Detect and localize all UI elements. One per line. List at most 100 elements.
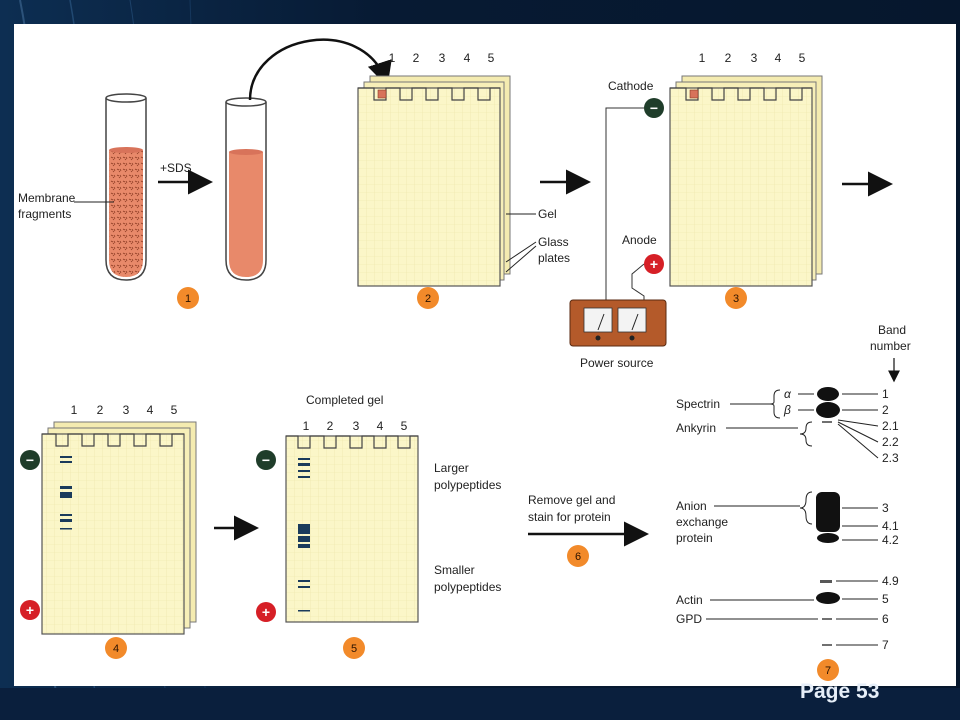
test-tube-fragments	[105, 93, 147, 281]
minus-sign: −	[650, 100, 658, 116]
cathode-label: Cathode	[608, 79, 654, 93]
band-number: 3	[882, 501, 889, 515]
step-circle-3	[725, 287, 747, 309]
minus-sign: −	[262, 452, 270, 468]
step-3: Cathode − Anode + Power source 1 2 3 4 5	[569, 51, 823, 370]
fragments-label: fragments	[18, 207, 71, 221]
lane-number: 1	[699, 51, 706, 65]
lane-numbers-4: 1 2 3 4 5	[71, 403, 178, 417]
step-number-7: 7	[825, 665, 831, 677]
band-header: Band	[878, 323, 906, 337]
anode-label: Anode	[622, 233, 657, 247]
anion-label: Anion	[676, 499, 707, 513]
completed-gel-title: Completed gel	[306, 393, 383, 407]
anode-icon-4	[20, 600, 40, 620]
lane-number: 2	[413, 51, 420, 65]
step-5: Completed gel 1 2 3 4 5	[256, 393, 501, 659]
actin-label: Actin	[676, 593, 703, 607]
step-number-3: 3	[733, 293, 739, 305]
glass-label: Glass	[538, 235, 569, 249]
cathode-icon-5	[256, 450, 276, 470]
band-number-pointers	[836, 393, 879, 646]
stained-bands	[816, 387, 840, 646]
lane-number: 5	[401, 419, 408, 433]
plus-sign: +	[26, 602, 34, 618]
band-numbers: 1 2 2.1 2.2 2.3 3 4.1 4.2 4.9 5 6 7	[882, 387, 899, 652]
lane-numbers-2: 1 2 3 4 5	[389, 51, 495, 65]
minus-sign: −	[26, 452, 34, 468]
step-1: Membrane fragments +SDS 1	[18, 93, 213, 309]
cathode-wire	[574, 107, 644, 313]
step-2: 1 2 3 4 5 Gel Glass plates 2	[357, 51, 570, 309]
lane-number: 1	[71, 403, 78, 417]
step-circle-1	[177, 287, 199, 309]
protein-label: protein	[676, 531, 713, 545]
glass-pointer-2	[505, 245, 537, 273]
lane-numbers-3: 1 2 3 4 5	[699, 51, 806, 65]
step-6: Remove gel and stain for protein 6	[528, 493, 649, 567]
power-source-label: Power source	[580, 356, 654, 370]
lane-numbers-5: 1 2 3 4 5	[303, 419, 408, 433]
gel4-bands	[60, 456, 72, 530]
larger-polypeptides-label: polypeptides	[434, 478, 501, 492]
glass-pointer	[505, 241, 537, 263]
lane-number: 4	[377, 419, 384, 433]
gel-label: Gel	[538, 207, 557, 221]
band-number: 2.1	[882, 419, 899, 433]
step-number-4: 4	[113, 643, 119, 655]
band-number: 2.3	[882, 451, 899, 465]
step-number-5: 5	[351, 643, 357, 655]
exchange-label: exchange	[676, 515, 728, 529]
lane-number: 5	[799, 51, 806, 65]
lane-number: 4	[464, 51, 471, 65]
cathode-icon-4	[20, 450, 40, 470]
lane-number: 3	[353, 419, 360, 433]
step-number-2: 2	[425, 293, 431, 305]
band-number: 7	[882, 638, 889, 652]
cathode-icon	[644, 98, 664, 118]
step-number-1: 1	[185, 293, 191, 305]
anode-icon	[644, 254, 664, 274]
band-number: 2.2	[882, 435, 899, 449]
gel-plate-2	[357, 75, 511, 287]
power-source-icon	[569, 299, 667, 347]
page-number: Page 53	[800, 680, 880, 703]
figure-panel: Membrane fragments +SDS 1 1 2 3 4 5	[14, 24, 956, 686]
lane-number: 2	[97, 403, 104, 417]
lane-number: 2	[327, 419, 334, 433]
gel-completed	[285, 435, 419, 623]
alpha-label: α	[784, 387, 792, 401]
band-number: 4.2	[882, 533, 899, 547]
step-circle-7	[817, 659, 839, 681]
lane-number: 1	[303, 419, 310, 433]
lane-number: 4	[147, 403, 154, 417]
gel5-bands	[298, 458, 310, 612]
lane-number: 3	[123, 403, 130, 417]
lane-number: 2	[725, 51, 732, 65]
smaller-polypeptides-label: polypeptides	[434, 580, 501, 594]
step-circle-2	[417, 287, 439, 309]
gel-plate-3	[669, 75, 823, 287]
electrophoresis-diagram: Membrane fragments +SDS 1 1 2 3 4 5	[18, 38, 911, 681]
lane-number: 5	[488, 51, 495, 65]
plus-sign: +	[262, 604, 270, 620]
lane-number: 3	[751, 51, 758, 65]
spectrin-brace	[769, 389, 781, 419]
lane-number: 3	[439, 51, 446, 65]
anion-brace	[799, 491, 813, 525]
spectrin-label: Spectrin	[676, 397, 720, 411]
step-circle-5	[343, 637, 365, 659]
lane-number: 1	[389, 51, 396, 65]
slide-footer-bar	[0, 688, 960, 720]
membrane-label: Membrane	[18, 191, 76, 205]
larger-label: Larger	[434, 461, 469, 475]
band-number: 4.9	[882, 574, 899, 588]
test-tube-sds	[225, 97, 267, 281]
sds-label: +SDS	[160, 161, 192, 175]
ankyrin-brace	[799, 421, 813, 447]
band-number: 2	[882, 403, 889, 417]
lane-number: 4	[775, 51, 782, 65]
gpd-label: GPD	[676, 612, 702, 626]
anode-icon-5	[256, 602, 276, 622]
step-circle-4	[105, 637, 127, 659]
